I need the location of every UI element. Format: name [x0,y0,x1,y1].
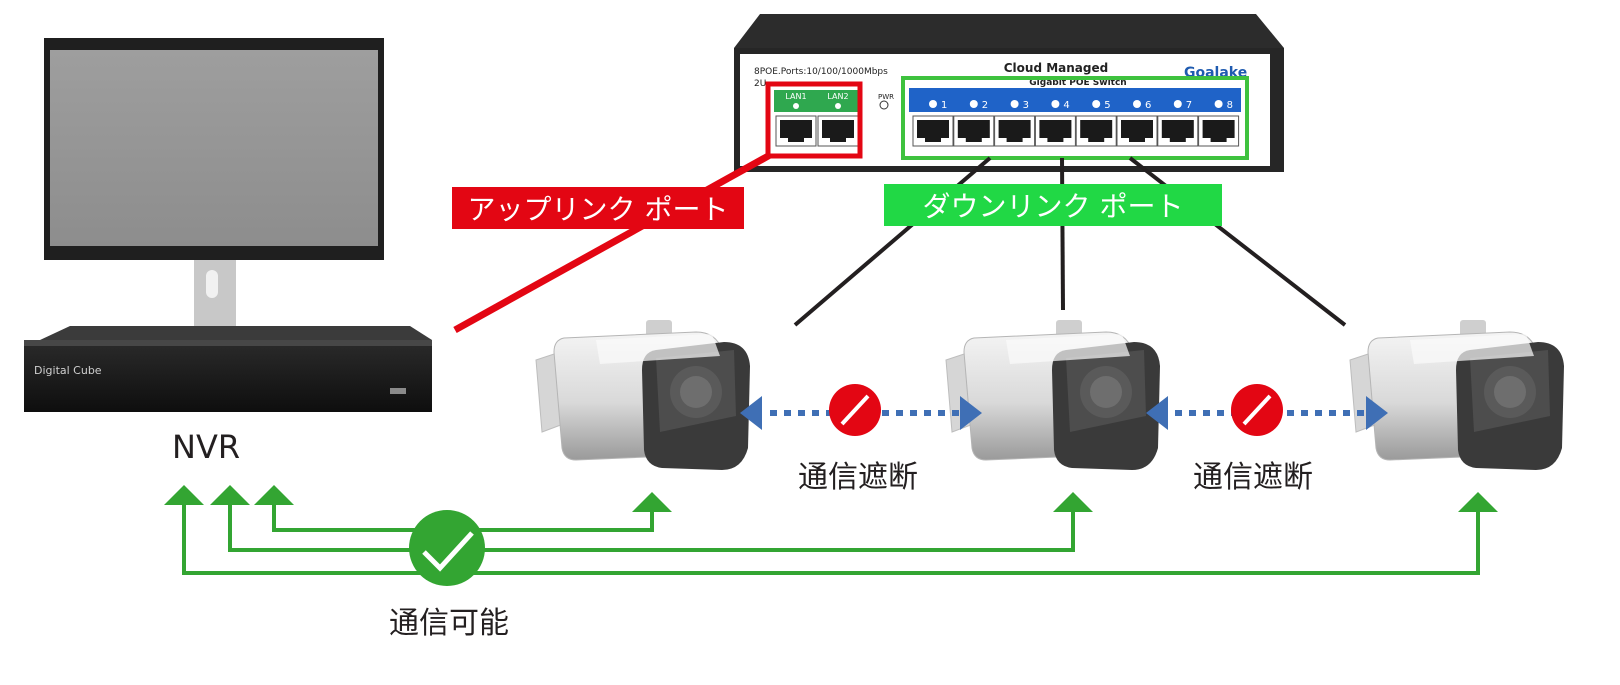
cables [453,151,1347,334]
nvr-brand-text: Digital Cube [34,364,102,377]
downlink-led-icon [1133,100,1141,108]
downlink-port-1 [912,115,954,147]
uplink-port-label-1: LAN1 [785,92,806,101]
downlink-port-label-5: 5 [1104,100,1110,111]
downlink-led-icon [1051,100,1060,108]
no-entry-icon [1231,384,1283,436]
path-nvr-camera-2 [228,505,1075,552]
downlink-port-label-7: 7 [1186,100,1192,111]
downlink-port-tag: ダウンリンク ポート [884,184,1222,226]
downlink-port-label-3: 3 [1023,100,1029,111]
downlink-port-tag-text: ダウンリンク ポート [922,190,1184,223]
downlink-cable-2 [1060,157,1065,311]
uplink-cable [453,151,772,334]
downlink-highlight-box [901,76,1249,160]
switch-subtitle: Gigabit POE Switch [1029,78,1126,88]
uplink-port-label-2: LAN2 [827,92,848,101]
uplink-port-tag-text: アップリンク ポート [467,193,729,226]
no-entry-icon [829,384,881,436]
downlink-port-2 [953,115,995,147]
downlink-port-6 [1116,115,1158,147]
downlink-port-label-1: 1 [941,100,947,111]
downlink-led-icon [1010,100,1019,108]
downlink-port-labels: 1 2 3 4 5 6 7 8 [929,100,1233,111]
allowed-paths [182,505,1480,575]
allowed-arrowheads [164,485,1498,512]
downlink-port-label-8: 8 [1227,100,1233,111]
pwr-label: PWR [878,93,894,101]
downlink-port-7 [1157,115,1199,147]
path-nvr-camera-3 [182,505,1480,575]
camera-2 [945,319,1161,471]
allowed-label: 通信可能 [389,606,509,641]
uplink-port-2 [817,115,859,147]
switch-title: Cloud Managed [1004,61,1108,75]
uplink-port-tag: アップリンク ポート [452,187,744,229]
camera-3 [1349,319,1565,471]
downlink-led-icon [1092,100,1101,108]
camera-1 [535,319,751,471]
downlink-port-label-2: 2 [982,100,988,111]
downlink-led-icon [1214,100,1223,108]
monitor [44,38,384,326]
poe-switch: 8POE.Ports:10/100/1000Mbps 2U Cloud Mana… [734,14,1284,172]
downlink-port-8 [1198,115,1240,147]
downlink-ports [912,115,1240,147]
switch-model-text-2: 2U [754,79,766,89]
blocked-label-1: 通信遮断 [798,460,918,495]
check-icon [409,510,485,586]
nvr-recorder: Digital Cube [24,326,432,412]
pwr-led-icon [879,100,889,110]
downlink-port-label-6: 6 [1145,100,1151,111]
uplink-port-1 [775,115,817,147]
blocked-connection-1 [740,384,982,436]
uplink-highlight-box [765,81,863,159]
downlink-port-3 [994,115,1036,147]
switch-model-text: 8POE.Ports:10/100/1000Mbps [754,67,888,77]
downlink-port-4 [1034,115,1076,147]
downlink-led-icon [1173,100,1182,108]
blocked-connection-2 [1146,384,1388,436]
downlink-led-icon [929,100,937,108]
downlink-led-icon [969,100,978,108]
nvr-label: NVR [172,428,241,466]
downlink-port-5 [1075,115,1117,147]
blocked-label-2: 通信遮断 [1193,460,1313,495]
downlink-port-label-4: 4 [1063,100,1069,111]
